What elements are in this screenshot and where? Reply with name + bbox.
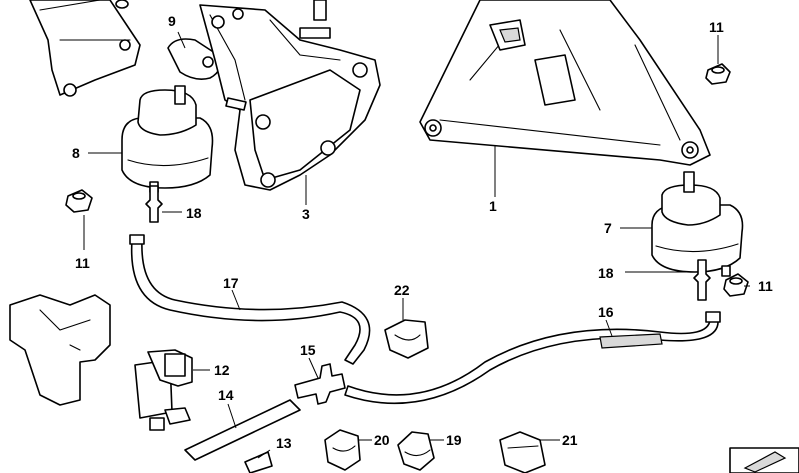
callout-17: 17 [223,275,239,291]
callout-11-top: 11 [709,19,724,35]
callout-8: 8 [72,145,80,161]
callout-16: 16 [598,304,614,320]
part-22-clip [384,319,429,359]
part-13-hose [244,451,273,473]
callout-3: 3 [302,206,310,222]
callout-22: 22 [394,282,410,298]
callout-13: 13 [276,435,292,451]
part-11-nut-top-right [705,63,731,85]
part-20-clip [324,429,361,471]
part-14-hose [184,399,301,461]
callout-19: 19 [446,432,462,448]
callout-11-left: 11 [75,255,90,271]
part-15-t-connector [294,363,346,405]
part-21-clip [499,431,546,473]
part-11-nut-left [65,189,93,213]
part-19-clip [397,431,435,471]
part-16-hose [344,311,721,405]
callout-12: 12 [214,362,230,378]
part-11-nut-right [723,273,749,297]
part-3-engine-bracket [199,4,381,191]
bracket-top-left [29,0,141,97]
corner-arrow-box [729,447,799,473]
callout-9: 9 [168,13,176,29]
callout-21: 21 [562,432,578,448]
leader-lines [83,31,750,459]
callout-18-right: 18 [598,265,614,281]
part-8-engine-mount-left [121,85,214,193]
callout-15: 15 [300,342,316,358]
callout-labels: 1 3 7 8 9 11 11 11 12 13 14 15 16 17 18 … [72,13,773,451]
callout-11-right: 11 [758,278,773,294]
callout-18-left: 18 [186,205,202,221]
callout-20: 20 [374,432,390,448]
part-17-hose [129,234,371,365]
left-side-bracket [9,294,111,406]
part-12-vacuum-valve [134,349,193,431]
part-18-fitting-right [693,259,711,301]
callout-1: 1 [489,198,497,214]
part-1-support-bracket [419,0,711,166]
callout-14: 14 [218,387,234,403]
callout-7: 7 [604,220,612,236]
part-18-fitting-left [145,185,163,223]
part-7-engine-mount-right [651,171,744,277]
bolt-top [299,0,331,39]
